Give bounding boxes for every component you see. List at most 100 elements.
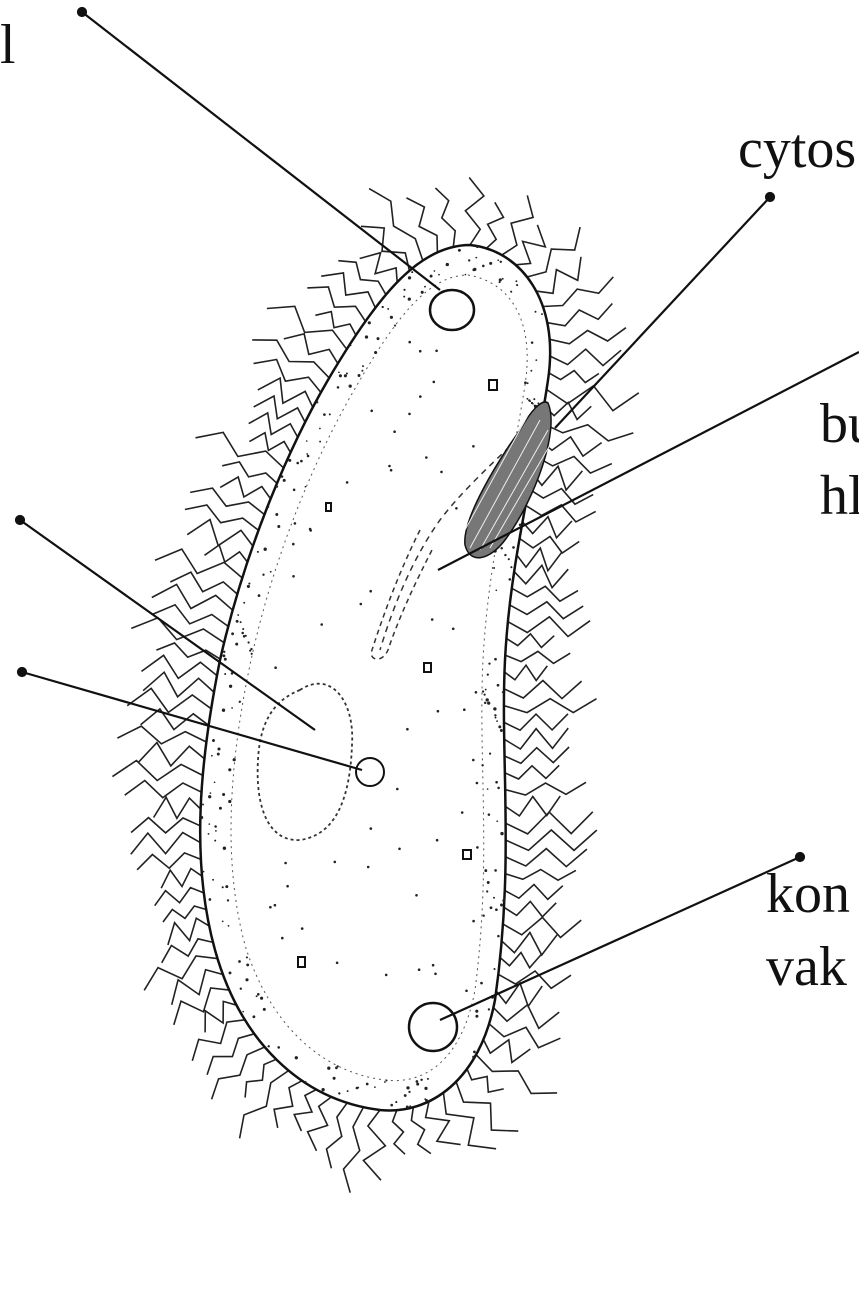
cilium xyxy=(112,761,202,781)
cilium xyxy=(506,849,587,867)
cilium xyxy=(512,586,578,601)
label-contractile-vacuole-line1: kon xyxy=(766,863,850,925)
cilium xyxy=(258,378,313,407)
cilium xyxy=(483,1040,530,1063)
cilium xyxy=(205,545,248,562)
cilium xyxy=(496,983,542,1006)
contractile-vacuole-posterior xyxy=(409,1003,457,1051)
cilium xyxy=(550,328,626,344)
cilium xyxy=(137,853,201,870)
leader-dot-macronucleus xyxy=(16,516,24,524)
cilium xyxy=(327,1103,348,1169)
cilium xyxy=(510,602,584,619)
cilium xyxy=(456,1082,518,1131)
cilium xyxy=(493,1005,559,1029)
cilium xyxy=(254,396,305,422)
cilium xyxy=(550,349,621,365)
cilium xyxy=(504,901,556,916)
cilium xyxy=(205,1001,237,1032)
cilium xyxy=(187,520,253,547)
cilium xyxy=(505,665,548,680)
cilium xyxy=(252,340,329,378)
label-top-left: l xyxy=(0,14,16,76)
cilium xyxy=(426,1101,461,1144)
cilium xyxy=(505,765,559,779)
label-contractile-vacuole-line2: vak xyxy=(766,936,847,998)
cilium xyxy=(498,971,571,988)
cilium xyxy=(245,1059,276,1097)
cilium xyxy=(369,189,423,261)
cilium xyxy=(308,1097,332,1151)
cilium xyxy=(174,988,230,1025)
cilium xyxy=(249,413,298,437)
cilium xyxy=(407,198,438,252)
cilium xyxy=(500,953,541,968)
cilium xyxy=(516,225,546,265)
cilium xyxy=(249,433,290,453)
cilium xyxy=(152,584,233,610)
cilium xyxy=(411,1107,431,1153)
contractile-vacuole-anterior xyxy=(430,290,474,330)
leader-line-cytostome xyxy=(555,197,770,428)
cilium xyxy=(527,227,580,277)
cilium xyxy=(549,371,599,383)
leader-line-top-left xyxy=(82,12,440,290)
cilium xyxy=(141,709,209,730)
cilium xyxy=(508,617,590,637)
cilium xyxy=(131,618,224,643)
cilium xyxy=(523,517,572,538)
cilium xyxy=(504,699,597,713)
cilium xyxy=(154,797,201,818)
cilium xyxy=(240,1071,289,1139)
cilium xyxy=(161,869,202,889)
cilium xyxy=(486,202,503,248)
cilium xyxy=(212,1047,265,1099)
cilium xyxy=(172,970,223,1005)
cilium xyxy=(535,456,612,473)
cilium xyxy=(504,728,568,749)
label-food-vacuole-line2: hl xyxy=(820,465,859,527)
cilium xyxy=(125,781,202,798)
leader-dot-cytostome xyxy=(766,193,774,201)
cilium xyxy=(155,549,242,578)
cilium xyxy=(465,178,484,246)
cilium xyxy=(467,1069,504,1092)
cilium xyxy=(502,195,533,255)
cilium xyxy=(363,1110,385,1180)
cilium xyxy=(443,1093,496,1149)
cilium xyxy=(294,1090,316,1132)
cilium xyxy=(168,918,209,945)
cilium xyxy=(142,655,218,678)
micronucleus xyxy=(356,758,384,786)
leader-dot-micronucleus xyxy=(18,668,26,676)
cilium xyxy=(505,870,576,881)
cilium xyxy=(222,462,277,483)
cilium xyxy=(547,386,639,411)
label-food-vacuole-line1: bu xyxy=(820,393,859,455)
cilium xyxy=(131,818,200,833)
cilium xyxy=(393,1110,406,1154)
cilium xyxy=(360,253,398,283)
leader-dot-contractile-vacuole xyxy=(796,853,804,861)
cilium xyxy=(505,885,563,900)
cilium xyxy=(529,489,594,505)
cilium xyxy=(547,304,612,326)
cilium xyxy=(435,188,455,247)
cilium xyxy=(504,681,581,699)
cilium xyxy=(505,651,570,663)
cilium xyxy=(307,287,365,321)
leader-dot-top-left xyxy=(78,8,86,16)
cilium xyxy=(220,477,270,499)
cilium xyxy=(284,334,338,364)
cilium xyxy=(505,782,586,795)
label-cytostome: cytos xyxy=(738,118,856,180)
cilium xyxy=(274,1081,302,1128)
cilium xyxy=(503,917,581,937)
cilium xyxy=(127,688,211,712)
cilium xyxy=(502,933,557,956)
cilium xyxy=(131,833,201,855)
cilium xyxy=(520,537,580,554)
cilium xyxy=(505,747,570,763)
